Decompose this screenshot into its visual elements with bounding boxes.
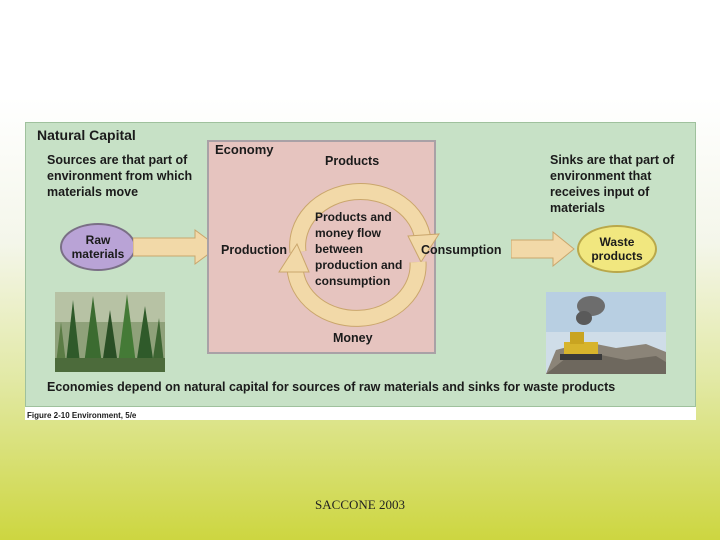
waste-products-label: Waste products bbox=[591, 235, 643, 263]
products-label: Products bbox=[325, 154, 380, 168]
production-label: Production bbox=[221, 243, 287, 257]
figure-caption: Figure 2-10 Environment, 5/e bbox=[27, 411, 137, 420]
consumption-to-waste-arrow bbox=[511, 231, 575, 267]
forest-photo bbox=[55, 292, 165, 372]
environment-figure: Natural Capital Sources are that part of… bbox=[25, 122, 696, 420]
sinks-description: Sinks are that part of environment that … bbox=[550, 152, 690, 216]
figure-footer-text: Economies depend on natural capital for … bbox=[47, 380, 616, 394]
landfill-photo bbox=[546, 292, 666, 374]
raw-materials-node: Raw materials bbox=[60, 223, 136, 271]
sources-description: Sources are that part of environment fro… bbox=[47, 152, 212, 200]
slide-footer: SACCONE 2003 bbox=[315, 497, 405, 512]
sinks-text: are that part of environment that receiv… bbox=[550, 153, 675, 215]
sinks-term: Sinks bbox=[550, 153, 584, 167]
consumption-label: Consumption bbox=[421, 243, 502, 257]
sources-term: Sources bbox=[47, 153, 97, 167]
flow-description: Products and money flow between producti… bbox=[315, 210, 403, 288]
waste-products-node: Waste products bbox=[577, 225, 657, 273]
sources-text: are that part of environment from which … bbox=[47, 153, 193, 199]
money-label: Money bbox=[333, 331, 373, 345]
natural-capital-title: Natural Capital bbox=[37, 127, 136, 143]
raw-to-production-arrow bbox=[133, 229, 219, 265]
circular-flow-arrows bbox=[278, 183, 440, 327]
raw-materials-label: Raw materials bbox=[71, 233, 125, 261]
economy-title: Economy bbox=[215, 142, 274, 157]
